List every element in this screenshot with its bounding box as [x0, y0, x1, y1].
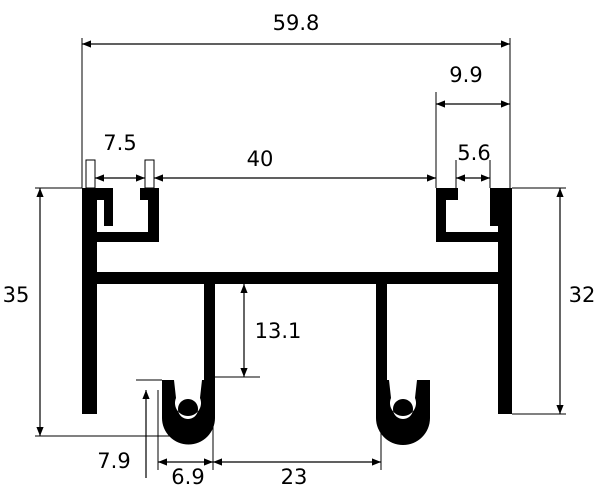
- extension-lines: [35, 38, 566, 470]
- right-hook: [376, 380, 430, 445]
- label-center-span: 40: [247, 147, 274, 171]
- label-overall-width: 59.8: [273, 11, 320, 35]
- left-channel-top-lip: [82, 188, 106, 200]
- left-channel-inner-wall: [104, 188, 113, 226]
- label-hook-height: 7.9: [97, 449, 130, 473]
- label-hook-width: 6.9: [171, 465, 204, 489]
- main-web: [82, 272, 512, 284]
- left-channel-floor: [97, 232, 159, 242]
- left-hook: [162, 380, 215, 445]
- dimension-lines: [36, 40, 564, 478]
- aluminium-profile: [82, 188, 512, 445]
- right-drop-leg: [376, 284, 387, 382]
- label-web-drop: 13.1: [255, 319, 302, 343]
- label-left-channel-gap: 7.5: [103, 131, 136, 155]
- left-channel-right-wall: [148, 188, 159, 242]
- right-channel-inner-wall: [490, 188, 500, 226]
- right-channel-left-lip: [436, 188, 458, 200]
- label-right-outer-gap: 9.9: [449, 63, 482, 87]
- label-right-height: 32: [569, 283, 596, 307]
- right-outer-wall: [498, 188, 512, 414]
- left-drop-leg: [204, 284, 215, 382]
- label-hook-spacing: 23: [281, 465, 308, 489]
- label-right-channel-gap: 5.6: [457, 141, 490, 165]
- right-channel-left-wall: [436, 188, 446, 242]
- right-channel-floor: [436, 232, 500, 242]
- right-channel-top-lip: [490, 188, 512, 200]
- label-left-height: 35: [3, 283, 30, 307]
- dimension-labels: 59.8 9.9 7.5 40 5.6 35 32 13.1 7.9 6.9 2…: [3, 11, 596, 489]
- left-outer-wall: [82, 188, 97, 414]
